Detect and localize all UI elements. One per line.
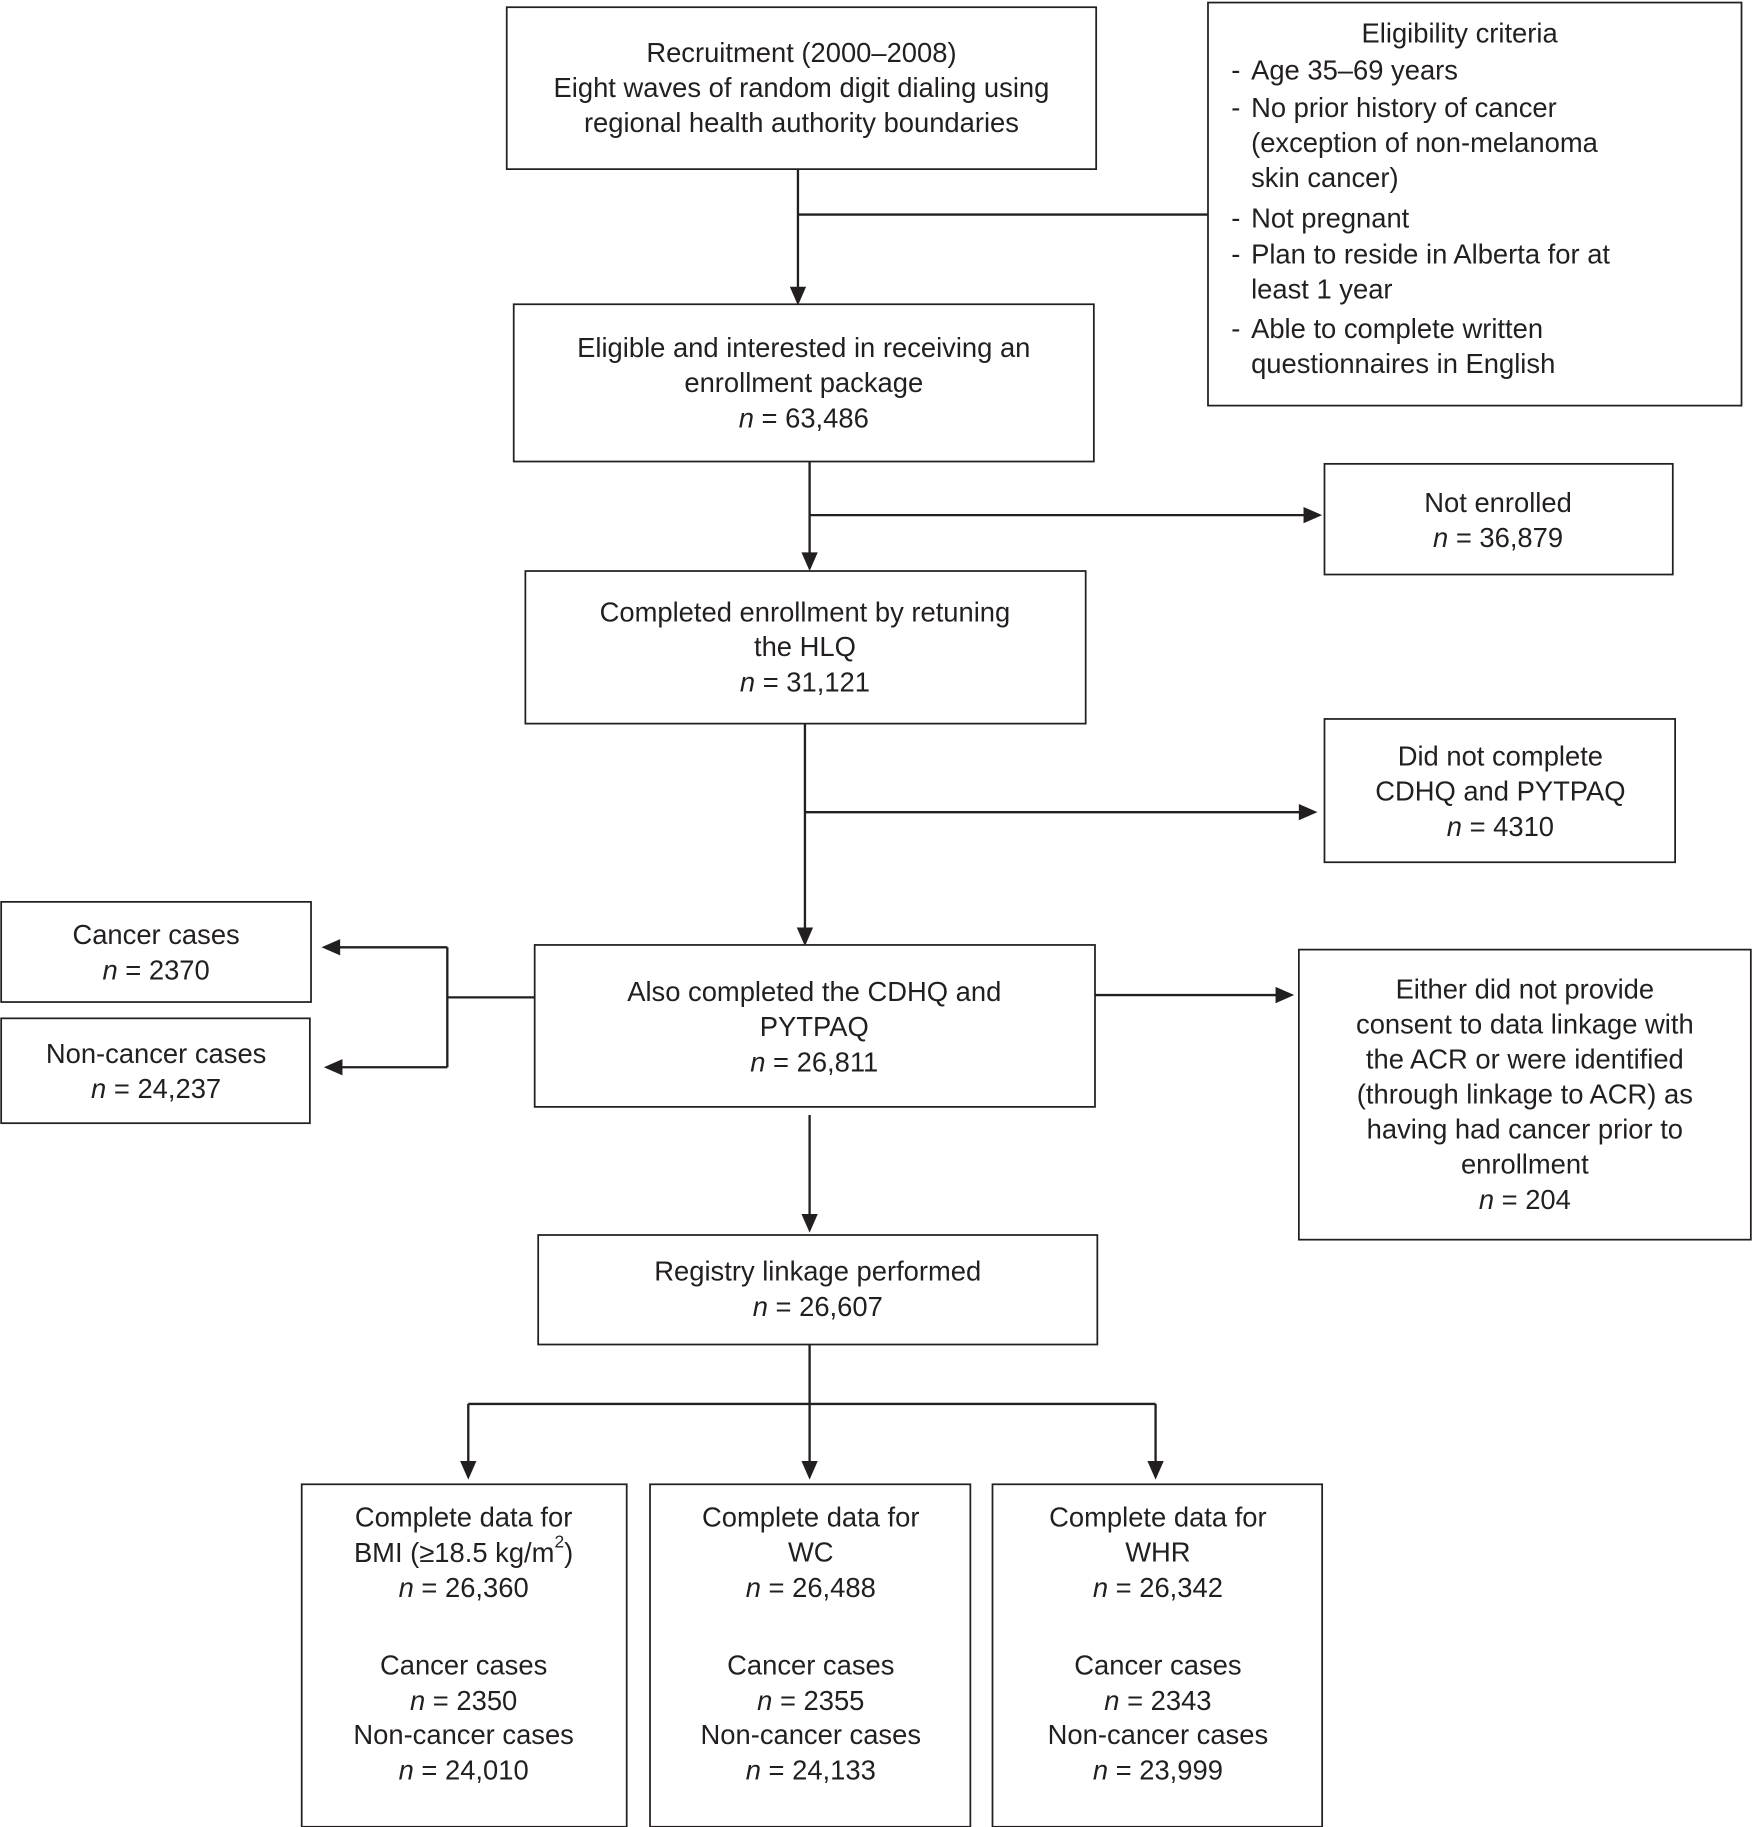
box-text: the ACR or were identified: [1366, 1044, 1684, 1075]
box-recruitment: Recruitment (2000–2008) Eight waves of ra…: [505, 6, 1098, 171]
arrowhead-icon: [801, 552, 818, 572]
eligibility-title: Eligibility criteria: [1362, 17, 1559, 48]
cancer-cases-count: n = 2343: [1104, 1684, 1211, 1715]
arrowhead-icon: [1275, 986, 1295, 1004]
n-count: n = 26,342: [1093, 1571, 1223, 1602]
box-not-enrolled: Not enrolled n = 36,879: [1323, 462, 1674, 576]
box-text: consent to data linkage with: [1356, 1009, 1694, 1040]
box-text: Did not complete: [1398, 741, 1603, 772]
box-text: Registry linkage performed: [654, 1256, 981, 1287]
box-text: BMI (≥18.5 kg/m2): [354, 1531, 573, 1567]
n-count: n = 204: [1479, 1183, 1571, 1214]
box-text: regional health authority boundaries: [584, 107, 1019, 138]
arrowheads: [321, 286, 1323, 1480]
arrowhead-icon: [796, 927, 814, 947]
eligibility-criterion: Able to complete written: [1251, 313, 1543, 344]
bullet-dash: -: [1231, 203, 1240, 234]
connectors: [337, 169, 1308, 1466]
n-count: n = 31,121: [740, 666, 870, 697]
arrowhead-icon: [801, 1214, 818, 1233]
n-count: n = 63,486: [739, 402, 869, 433]
box-text: the HLQ: [754, 631, 856, 662]
eligibility-criterion: Age 35–69 years: [1251, 55, 1458, 86]
arrowhead-icon: [460, 1461, 477, 1480]
box-text: Also completed the CDHQ and: [627, 976, 1001, 1007]
n-count: n = 24,237: [91, 1073, 221, 1104]
box-text: Complete data for: [355, 1501, 572, 1532]
bullet-dash: -: [1231, 92, 1240, 123]
bullet-dash: -: [1231, 239, 1240, 270]
box-excluded: Either did not provide consent to data li…: [1297, 948, 1752, 1241]
non-cancer-cases-count: n = 23,999: [1093, 1754, 1223, 1785]
box-text: Recruitment (2000–2008): [646, 37, 956, 68]
box-text: enrollment: [1461, 1148, 1589, 1179]
bullet-dash: -: [1231, 55, 1240, 86]
arrowhead-icon: [1303, 506, 1323, 524]
eligibility-criterion: questionnaires in English: [1251, 348, 1555, 379]
arrowhead-icon: [321, 939, 341, 956]
eligibility-criterion: skin cancer): [1251, 162, 1398, 193]
box-text: WHR: [1125, 1536, 1190, 1567]
n-count: n = 26,811: [750, 1046, 878, 1077]
box-text: Cancer cases: [72, 919, 239, 950]
box-text: Either did not provide: [1396, 974, 1655, 1005]
box-text: CDHQ and PYTPAQ: [1375, 776, 1625, 807]
non-cancer-cases-label: Non-cancer cases: [1048, 1719, 1269, 1750]
eligibility-criterion: No prior history of cancer: [1251, 92, 1557, 123]
arrowhead-icon: [789, 286, 807, 306]
box-text: Non-cancer cases: [46, 1038, 267, 1069]
n-count: n = 26,607: [753, 1291, 883, 1322]
box-text: Completed enrollment by retuning: [600, 596, 1011, 627]
box-registry: Registry linkage performed n = 26,607: [537, 1234, 1099, 1346]
cancer-cases-label: Cancer cases: [1074, 1649, 1241, 1680]
non-cancer-cases-count: n = 24,133: [746, 1754, 876, 1785]
box-text: Not enrolled: [1424, 487, 1572, 518]
n-count: n = 36,879: [1433, 522, 1563, 553]
box-text: WC: [788, 1536, 834, 1567]
non-cancer-cases-count: n = 24,010: [399, 1754, 529, 1785]
arrowhead-icon: [323, 1059, 343, 1076]
box-text: enrollment package: [684, 367, 923, 398]
eligibility-criterion: Plan to reside in Alberta for at: [1251, 239, 1610, 270]
n-count: n = 2370: [102, 954, 209, 985]
box-eligibility-criteria: Eligibility criteria-Age 35–69 years-No …: [1207, 1, 1743, 407]
box-text: (through linkage to ACR) as: [1357, 1079, 1693, 1110]
box-eligible: Eligible and interested in receiving an e…: [512, 303, 1095, 463]
box-non-cancer-cases: Non-cancer cases n = 24,237: [0, 1017, 311, 1125]
n-count: n = 4310: [1447, 811, 1554, 842]
arrowhead-icon: [801, 1461, 818, 1480]
non-cancer-cases-label: Non-cancer cases: [701, 1719, 922, 1750]
eligibility-criterion: Not pregnant: [1251, 203, 1410, 234]
arrowhead-icon: [1147, 1461, 1164, 1480]
eligibility-criterion: (exception of non-melanoma: [1251, 127, 1599, 158]
arrowhead-icon: [1298, 804, 1318, 821]
cancer-cases-label: Cancer cases: [380, 1649, 547, 1680]
box-text: Eligible and interested in receiving an: [577, 332, 1030, 363]
cancer-cases-count: n = 2355: [757, 1684, 864, 1715]
box-text: having had cancer prior to: [1367, 1114, 1683, 1145]
box-cancer-cases: Cancer cases n = 2370: [0, 900, 312, 1003]
non-cancer-cases-label: Non-cancer cases: [353, 1719, 574, 1750]
n-count: n = 26,360: [399, 1571, 529, 1602]
cancer-cases-count: n = 2350: [410, 1684, 517, 1715]
eligibility-criterion: least 1 year: [1251, 274, 1392, 305]
cancer-cases-label: Cancer cases: [727, 1649, 894, 1680]
n-count: n = 26,488: [746, 1571, 876, 1602]
bullet-dash: -: [1231, 313, 1240, 344]
box-text: Complete data for: [1049, 1501, 1266, 1532]
box-completed: Completed enrollment by retuning the HLQ n…: [524, 570, 1087, 725]
box-text: PYTPAQ: [760, 1011, 869, 1042]
box-text: Complete data for: [702, 1501, 919, 1532]
box-text: Eight waves of random digit dialing usin…: [554, 72, 1050, 103]
